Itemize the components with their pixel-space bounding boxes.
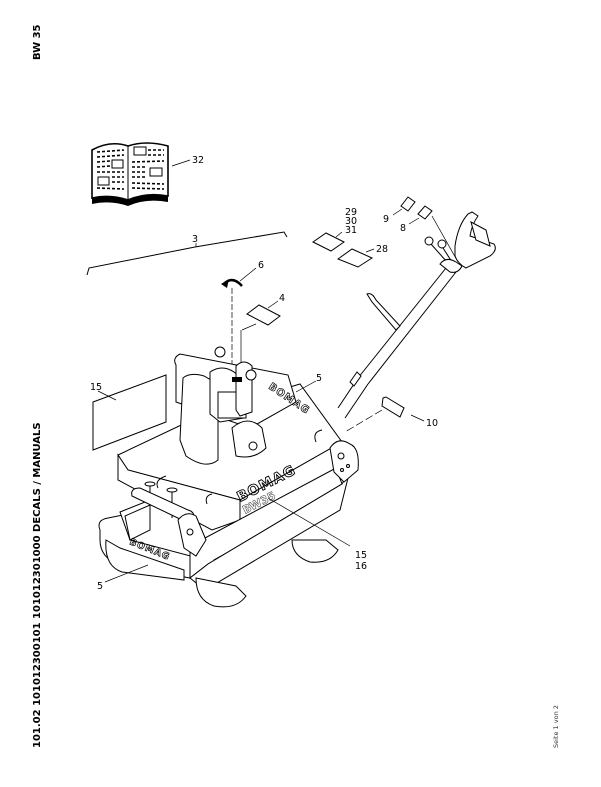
callout-31: 31 (345, 225, 357, 236)
manual-book-icon (91, 142, 169, 206)
callout-4: 4 (279, 293, 285, 304)
callout-8: 8 (400, 223, 406, 234)
callout-5-top: 5 (316, 373, 322, 384)
decal-9 (400, 196, 416, 212)
callout-15: 15 (355, 550, 367, 561)
callout-16: 16 (355, 561, 367, 572)
callout-29: 29 (345, 207, 357, 218)
callout-5-front: 5 (97, 581, 103, 592)
callout-30: 30 (345, 216, 357, 227)
rotation-arrow-decal-6 (221, 278, 243, 288)
decal-4 (246, 304, 281, 326)
leader-line-32 (171, 159, 191, 167)
decal-28 (336, 248, 374, 268)
callout-28: 28 (376, 244, 388, 255)
callout-3: 3 (192, 234, 198, 245)
decal-15-panel (92, 374, 167, 451)
callout-9: 9 (383, 214, 389, 225)
decal-10 (381, 396, 405, 418)
callout-15-left: 15 (90, 382, 102, 393)
callout-32: 32 (192, 155, 204, 166)
decal-29-30-31 (312, 232, 345, 252)
roller-machine: BOMAG BOMAG BW35 BOMAG (98, 346, 359, 608)
decal-8 (417, 205, 433, 220)
callout-10: 10 (426, 418, 438, 429)
bracket-3 (86, 231, 288, 276)
steering-handle (337, 211, 496, 419)
callout-6: 6 (258, 260, 264, 271)
